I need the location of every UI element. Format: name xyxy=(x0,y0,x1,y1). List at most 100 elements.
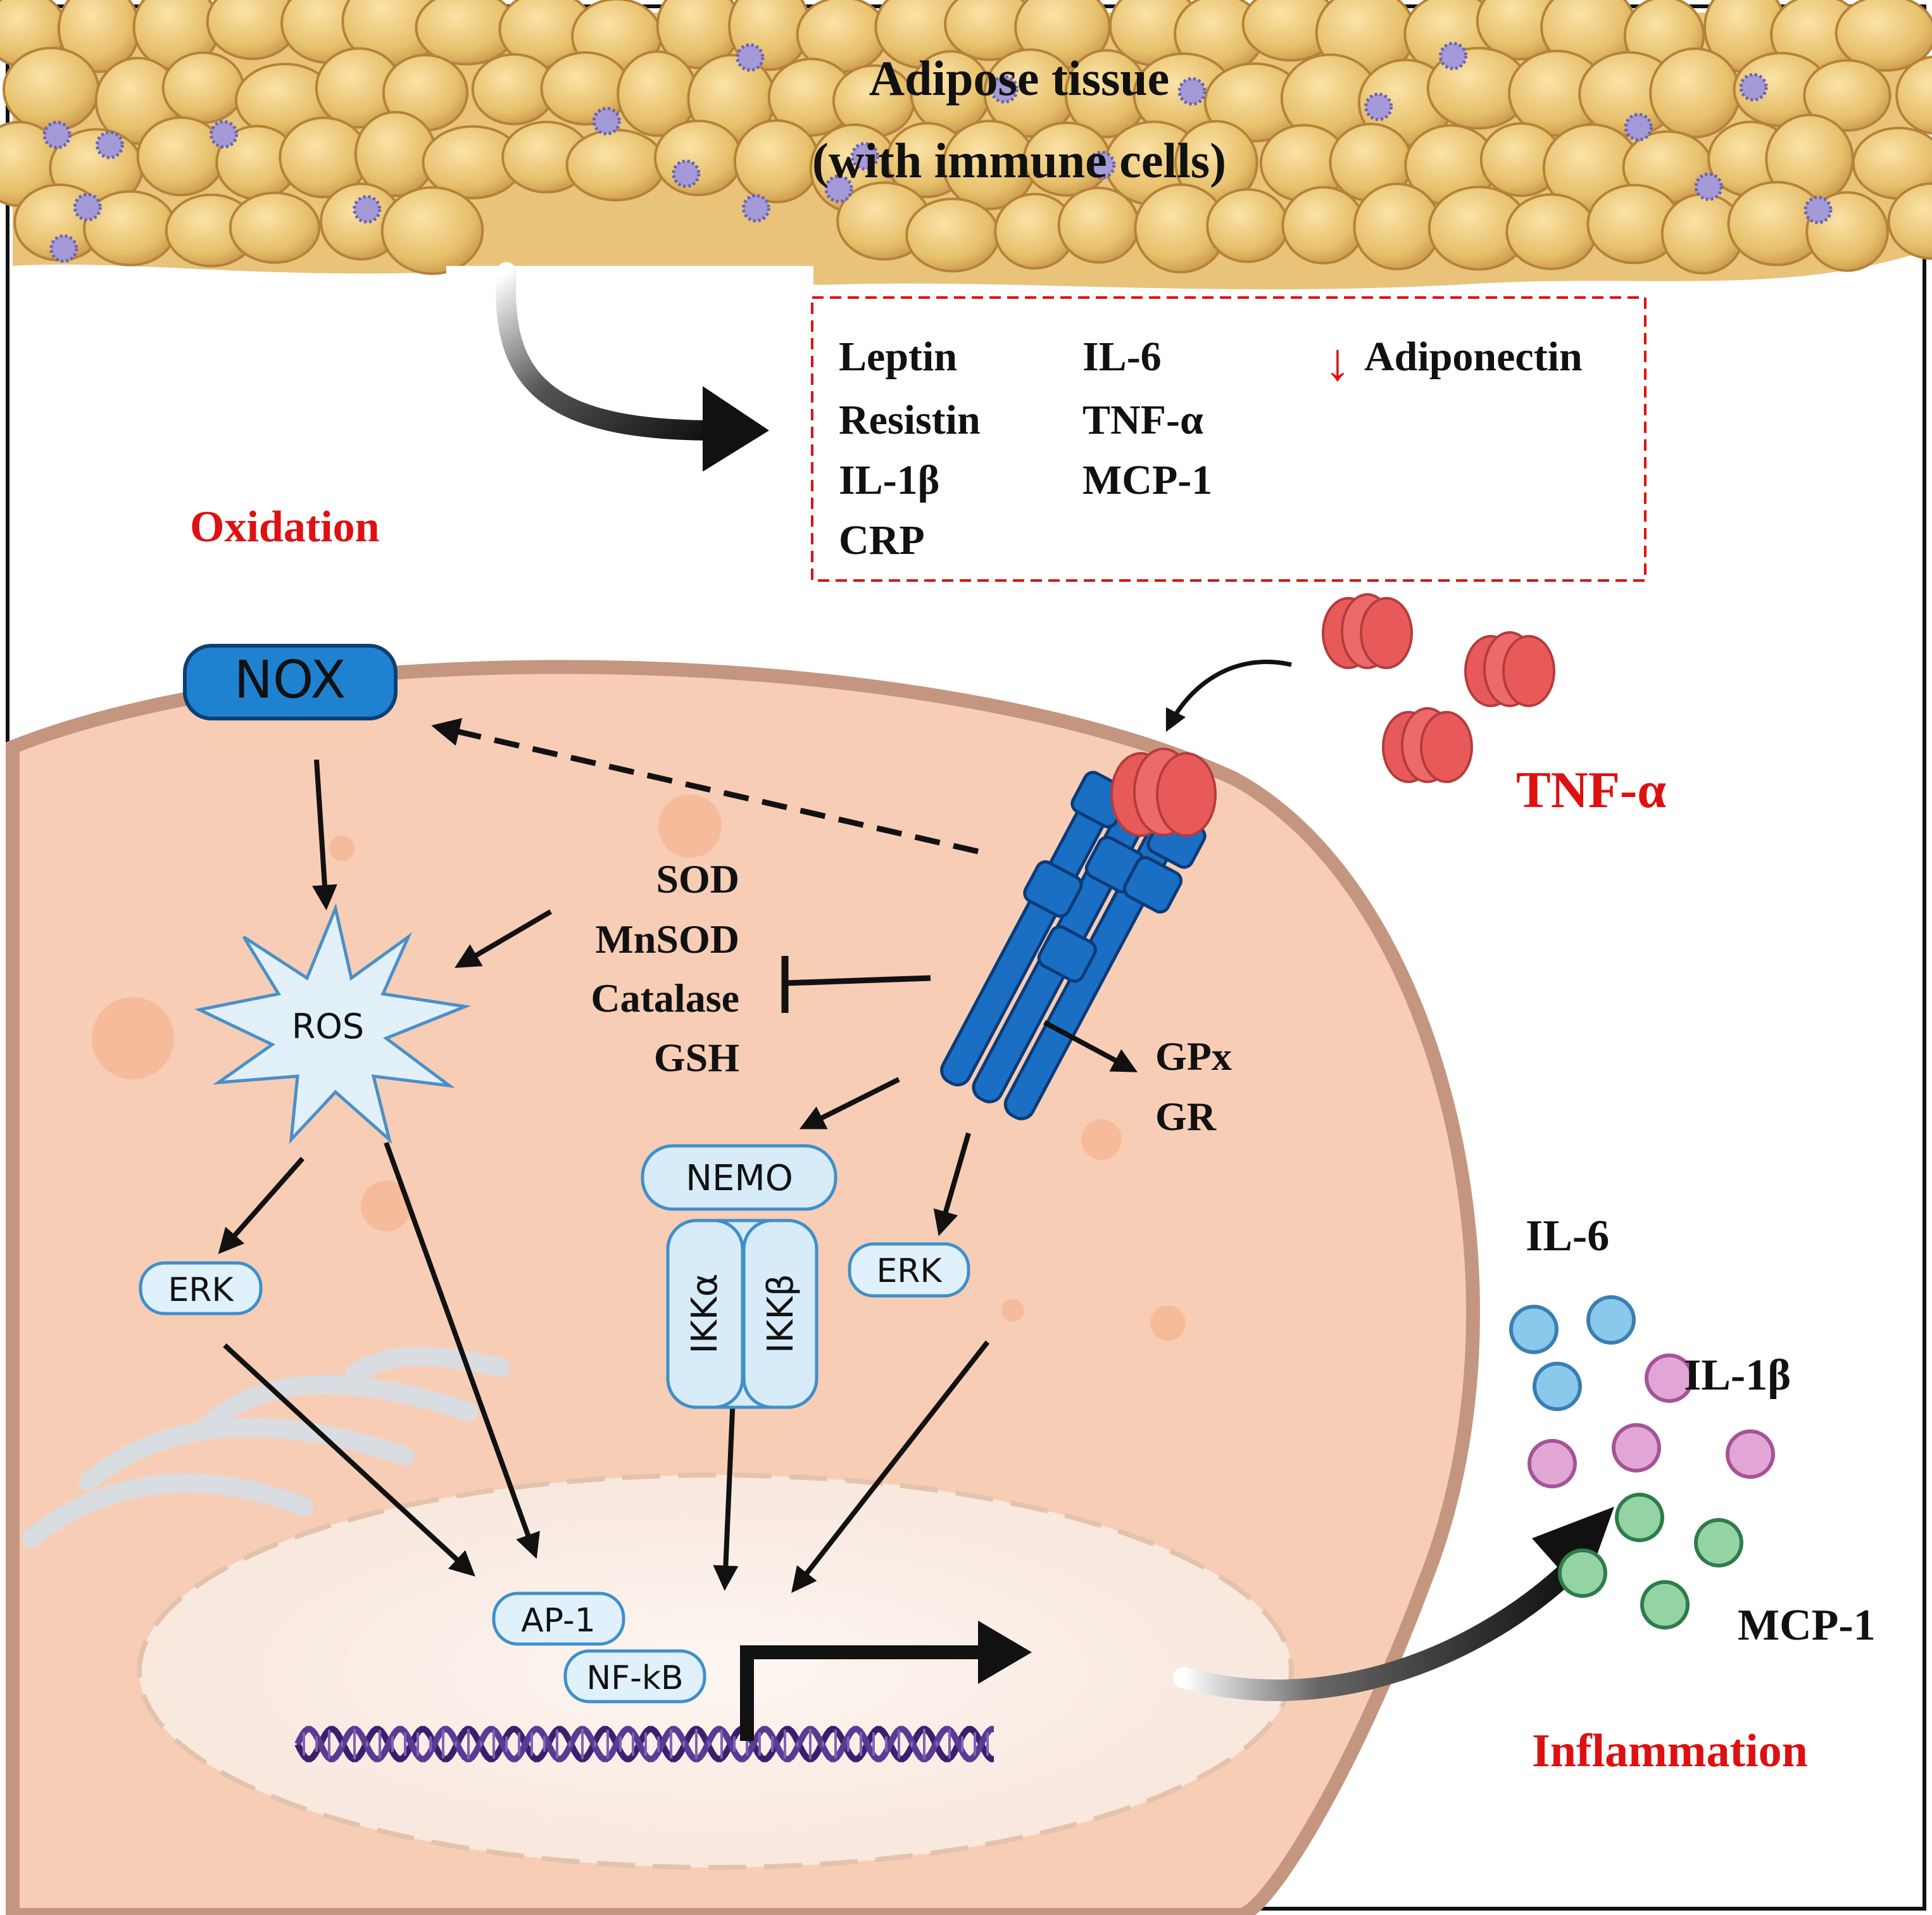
nucleus xyxy=(137,1472,1294,1870)
factors-col1: Leptin Resistin IL-1β CRP xyxy=(839,334,981,563)
adipocyte xyxy=(161,51,245,124)
ikk-beta-label: IKKβ xyxy=(760,1274,801,1353)
decrease-arrow-icon: ↓ xyxy=(1324,333,1351,392)
adipocyte xyxy=(1057,186,1140,264)
tnf-receptor xyxy=(940,748,1217,1121)
erk-left-label: ERK xyxy=(168,1271,234,1309)
erk-right-node: ERK xyxy=(848,1242,970,1298)
immune-cell xyxy=(1694,172,1723,201)
secretion-arrowhead xyxy=(703,386,769,472)
adipocyte xyxy=(229,191,321,264)
receptor-to-nemo-arrow xyxy=(799,1077,900,1129)
nemo-label: NEMO xyxy=(686,1158,793,1199)
oxidation-label: Oxidation xyxy=(190,503,380,551)
immune-cell xyxy=(592,106,621,135)
secreted-factors-box xyxy=(811,296,1647,582)
ap1-label: AP-1 xyxy=(521,1602,596,1640)
transcription-arrow xyxy=(740,1645,988,1741)
adipocyte xyxy=(1353,182,1441,271)
ikk-to-nucleus-arrow xyxy=(713,1395,739,1591)
immune-cell xyxy=(42,120,72,149)
immune-cell xyxy=(736,43,765,72)
antioxidant-gpx: GPx xyxy=(1155,1034,1232,1079)
immune-cell xyxy=(850,142,879,171)
adipocyte xyxy=(733,119,820,204)
pathway-arrows xyxy=(218,759,1138,1593)
immune-cell xyxy=(1087,151,1116,180)
ros-node: ROS xyxy=(194,903,472,1145)
adipocyte xyxy=(1281,185,1365,265)
adipocyte xyxy=(1206,188,1289,263)
nfkb-node: NF-kB xyxy=(563,1649,706,1704)
erk-to-nucleus-arrow xyxy=(791,1340,990,1593)
adipocyte xyxy=(653,119,743,196)
il6-particles xyxy=(1509,1295,1636,1411)
adipocyte xyxy=(1835,0,1932,72)
factors-col2: IL-6 TNF-α MCP-1 xyxy=(1082,334,1212,503)
immune-cell xyxy=(672,159,701,188)
immune-cell xyxy=(1439,41,1468,70)
immune-cell xyxy=(353,195,382,224)
erk-to-ap1-arrow xyxy=(223,1343,475,1577)
tnf-binding-arrow xyxy=(1165,660,1292,732)
erk-left-node: ERK xyxy=(139,1261,263,1315)
immune-cell xyxy=(49,234,78,263)
adipocyte xyxy=(1649,47,1741,139)
nox-node: NOX xyxy=(183,644,398,720)
adipocyte xyxy=(1505,193,1598,270)
immune-cell xyxy=(95,130,124,160)
il1b-label: IL-1β xyxy=(1684,1351,1791,1400)
adipocyte xyxy=(380,186,484,275)
tissue-title-line1: Adipose tissue xyxy=(869,51,1170,106)
mcp1-particles xyxy=(1558,1493,1743,1629)
secretion-arrow xyxy=(496,262,725,441)
factor-resistin: Resistin xyxy=(839,397,981,443)
immune-cell xyxy=(210,120,239,149)
receptor-to-erk-arrow xyxy=(933,1132,971,1236)
tnf-alpha-trimers xyxy=(1322,593,1555,783)
antioxidant-sod: SOD xyxy=(656,857,739,901)
nfkb-label: NF-kB xyxy=(586,1659,683,1697)
immune-cell xyxy=(1739,73,1768,102)
adipocyte xyxy=(905,198,1000,273)
immune-cell xyxy=(1364,92,1393,122)
inhibition-line xyxy=(784,975,931,986)
nemo-ikk-complex: NEMO IKKα IKKβ xyxy=(641,1144,837,1409)
immune-cell xyxy=(73,192,102,222)
adipocyte xyxy=(3,46,100,132)
adipose-tissue-band xyxy=(0,0,1932,290)
antioxidant-mnsod: MnSOD xyxy=(595,917,739,962)
immune-cell xyxy=(824,174,853,203)
nox-to-ros-arrow xyxy=(311,759,337,910)
immune-cell xyxy=(1803,196,1833,225)
tnf-alpha-label: TNF-α xyxy=(1516,761,1666,819)
inflammation-label: Inflammation xyxy=(1532,1725,1808,1777)
adipocyte xyxy=(1803,59,1891,132)
factor-leptin: Leptin xyxy=(839,334,957,380)
adipocyte xyxy=(1895,55,1932,135)
inflammation-arrow xyxy=(1173,1559,1581,1702)
adipocyte xyxy=(565,129,667,202)
ap1-node: AP-1 xyxy=(492,1592,625,1646)
tissue-title-line2: (with immune cells) xyxy=(812,133,1226,188)
il1b-particles xyxy=(1527,1353,1775,1488)
nox-label: NOX xyxy=(234,650,346,710)
cytoplasm-vesicles xyxy=(92,794,1186,1341)
erk-right-label: ERK xyxy=(876,1252,943,1290)
factor-crp: CRP xyxy=(839,517,925,563)
transcription-arrowhead xyxy=(978,1621,1032,1684)
immune-cell xyxy=(1624,113,1653,142)
ros-to-ap1-arrow xyxy=(384,1141,540,1559)
receptor-to-nox-arrow xyxy=(431,718,979,855)
factor-mcp1: MCP-1 xyxy=(1082,457,1212,503)
antioxidant-to-ros-arrow xyxy=(455,909,553,969)
immune-cell xyxy=(741,194,770,223)
immune-cell xyxy=(990,75,1019,104)
factor-il1b: IL-1β xyxy=(839,457,939,503)
antioxidant-list-inhibited: SOD MnSOD Catalase GSH xyxy=(591,857,739,1080)
dna-helix xyxy=(294,1726,994,1762)
factor-adiponectin: Adiponectin xyxy=(1364,334,1583,380)
factor-tnfa: TNF-α xyxy=(1082,397,1203,443)
